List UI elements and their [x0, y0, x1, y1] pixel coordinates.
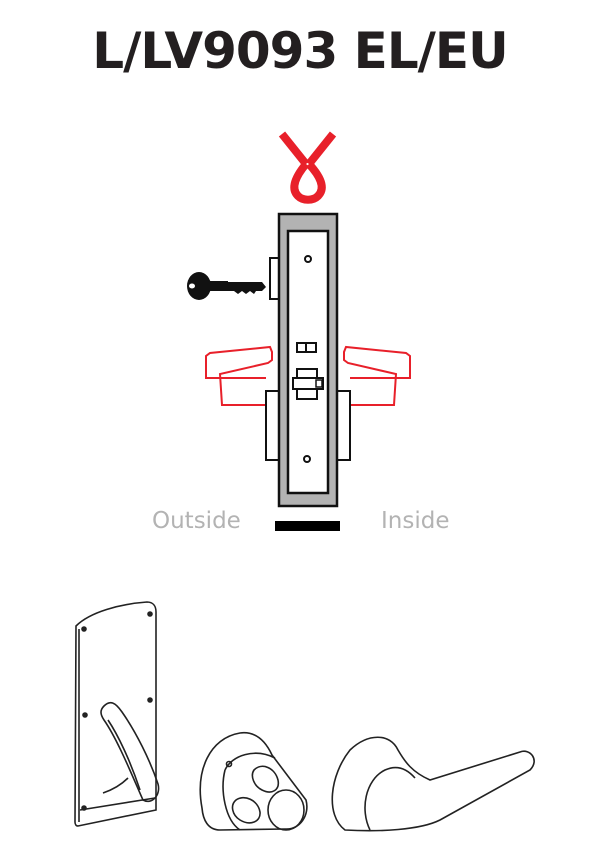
- outside-label: Outside: [152, 508, 241, 534]
- door-edge-bar: [275, 521, 340, 531]
- cone-rose-image: [199, 731, 308, 831]
- mortise-lock-case: [277, 212, 339, 508]
- page-title: L/LV9093 EL/EU: [92, 22, 508, 80]
- key-icon: [187, 272, 266, 300]
- rose-plates: [265, 390, 351, 461]
- escutcheon-plate-image: [74, 601, 160, 827]
- lever-handle-image: [331, 736, 535, 832]
- inside-label: Inside: [381, 508, 450, 534]
- red-loop-icon: [278, 131, 337, 204]
- lever-handles: [205, 345, 411, 406]
